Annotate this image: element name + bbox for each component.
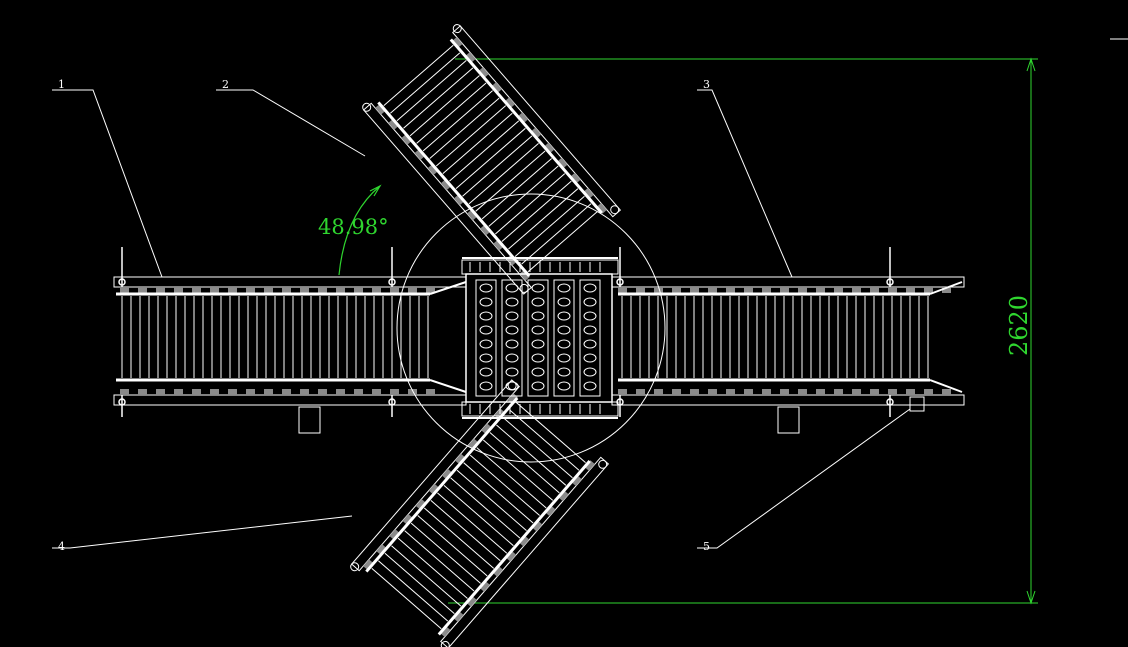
callout-4: 4 <box>58 540 65 553</box>
callout-1: 1 <box>58 78 65 91</box>
callout-5: 5 <box>703 540 710 553</box>
callout-3: 3 <box>703 78 710 91</box>
conveyor-lower-angled <box>350 379 610 647</box>
callout-leaders <box>52 89 911 549</box>
angle-dimension <box>338 184 382 276</box>
conveyor-right <box>611 247 965 434</box>
conveyor-left <box>113 247 467 434</box>
height-dimension <box>448 57 1038 605</box>
callout-2: 2 <box>222 78 229 91</box>
central-transfer-unit <box>396 193 666 463</box>
height-dimension-text: 2620 <box>1005 295 1033 356</box>
conveyor-upper-angled <box>362 24 622 295</box>
angle-dimension-text: 48.98° <box>318 215 389 239</box>
